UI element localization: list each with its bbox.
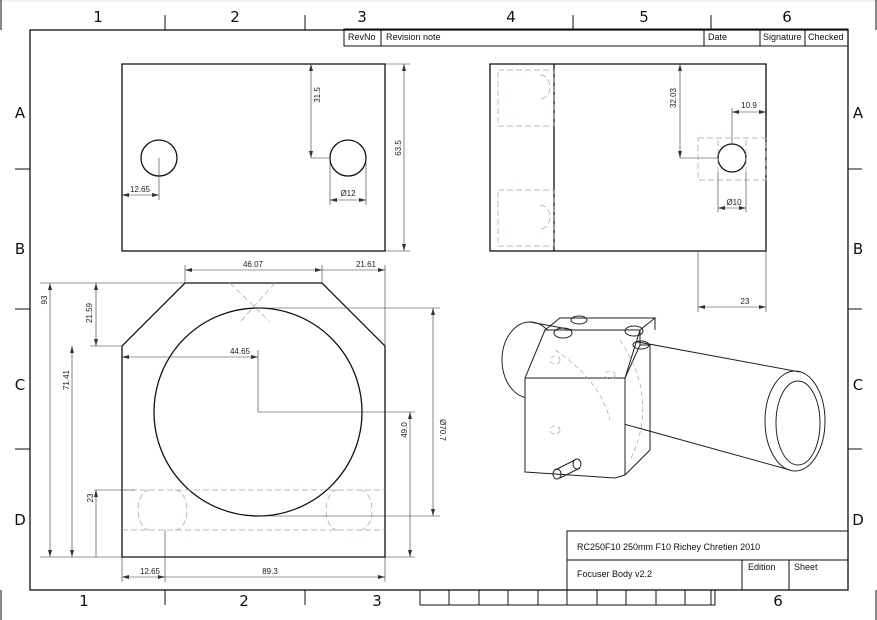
signature-header: Signature (763, 32, 802, 42)
row-label-left-c: C (15, 376, 25, 394)
col-label-bottom-6: 6 (773, 592, 783, 610)
side-hole (717, 143, 747, 173)
dim-31-5: 31.5 (313, 87, 322, 103)
revno-header: RevNo (348, 32, 376, 42)
checked-header: Checked (808, 32, 844, 42)
row-label-right-c: C (853, 376, 863, 394)
border-frame (29, 29, 849, 591)
dim-21-59: 21.59 (85, 302, 94, 323)
row-label-left-a: A (15, 104, 26, 122)
dim-12-65-front: 12.65 (140, 567, 161, 576)
zone-labels: 1 2 3 4 5 6 1 2 3 6 A B C D A B C D (14, 8, 864, 610)
front-view: 46.07 21.61 93 21.59 71.41 44.65 49. (40, 260, 447, 582)
date-header: Date (708, 32, 727, 42)
dim-89-3: 89.3 (262, 567, 278, 576)
zone-ticks (15, 15, 862, 605)
col-label-top-3: 3 (357, 8, 367, 26)
dim-32-03: 32.03 (669, 87, 678, 108)
scale-bar (419, 589, 716, 606)
dim-63-5: 63.5 (394, 140, 403, 156)
side-view: 32.03 10.9 Ø10 23 (489, 63, 767, 312)
dim-21-61: 21.61 (356, 260, 377, 269)
col-label-bottom-2: 2 (239, 592, 249, 610)
dim-44-65: 44.65 (230, 347, 251, 356)
dim-23-side: 23 (741, 297, 750, 306)
side-view-outline (489, 63, 767, 252)
row-label-left-b: B (15, 240, 25, 258)
dim-93: 93 (40, 295, 49, 304)
dim-10-9: 10.9 (741, 101, 757, 110)
top-view: 31.5 63.5 12.65 Ø12 (121, 63, 410, 252)
col-label-top-5: 5 (639, 8, 649, 26)
dim-dia-10: Ø10 (726, 198, 742, 207)
col-label-bottom-1: 1 (79, 592, 89, 610)
top-view-outline (121, 63, 386, 252)
dim-dia-70-7: Ø70.7 (438, 419, 447, 441)
dim-23-front: 23 (86, 493, 95, 502)
dim-49-0: 49.0 (400, 422, 409, 438)
dim-dia-12: Ø12 (340, 189, 356, 198)
row-label-right-b: B (853, 240, 863, 258)
isometric-view (501, 315, 826, 480)
revision-note-header: Revision note (386, 32, 441, 42)
col-label-top-1: 1 (93, 8, 103, 26)
row-label-right-d: D (852, 511, 864, 529)
drawing-title: RC250F10 250mm F10 Richey Chretien 2010 (577, 542, 760, 552)
revision-table: RevNo Revision note Date Signature Check… (343, 28, 849, 47)
dim-12-65-top: 12.65 (130, 185, 151, 194)
col-label-top-2: 2 (230, 8, 240, 26)
sheet-label: Sheet (794, 562, 818, 572)
row-label-left-d: D (14, 511, 26, 529)
dim-71-41: 71.41 (62, 369, 71, 390)
title-block: RC250F10 250mm F10 Richey Chretien 2010 … (566, 530, 849, 591)
knob (552, 468, 562, 480)
dim-46-07: 46.07 (243, 260, 264, 269)
part-name: Focuser Body v2.2 (577, 569, 652, 579)
col-label-bottom-3: 3 (372, 592, 382, 610)
tube-front-rim (764, 370, 826, 472)
col-label-top-6: 6 (782, 8, 792, 26)
row-label-right-a: A (853, 104, 864, 122)
edition-label: Edition (748, 562, 776, 572)
col-label-top-4: 4 (506, 8, 516, 26)
hole-right (329, 139, 367, 177)
